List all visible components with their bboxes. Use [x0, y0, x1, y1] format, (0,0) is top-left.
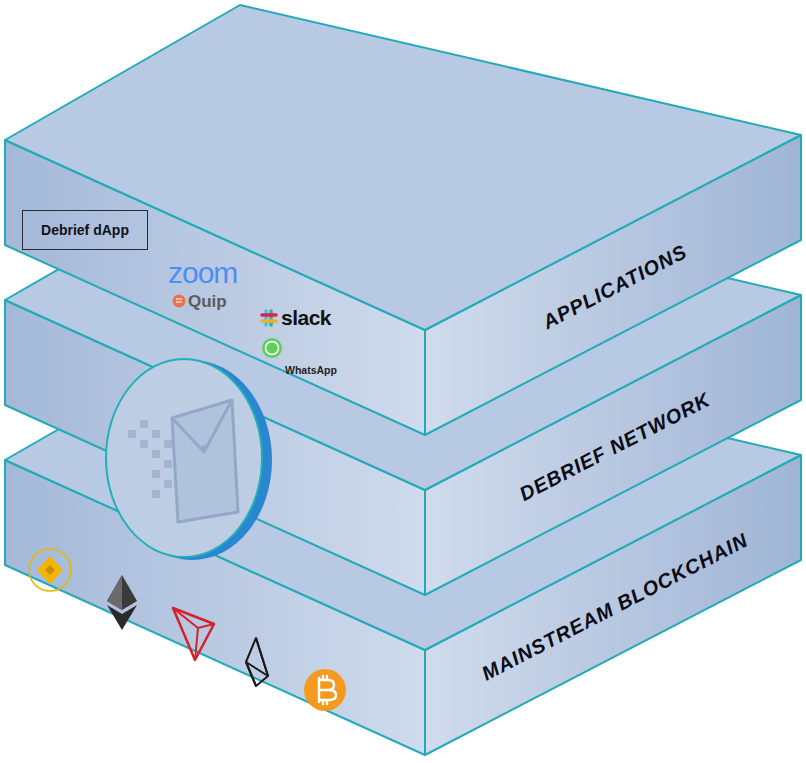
ethereum-icon	[107, 575, 137, 630]
dapp-box: Debrief dApp	[22, 210, 148, 250]
layer-title: DEBRIEF NETWORK	[516, 388, 715, 506]
slack-logo-text: slack	[281, 307, 331, 328]
binance-icon	[29, 549, 71, 591]
layer-title: MAINSTREAM BLOCKCHAIN	[478, 529, 752, 686]
slack-icon	[262, 311, 276, 325]
whatsapp-icon	[262, 338, 282, 358]
layer-band: DEBRIEF NETWORK	[0, 160, 806, 600]
tron-icon	[173, 608, 214, 660]
eos-icon	[246, 638, 268, 686]
layer-band: MAINSTREAM BLOCKCHAIN	[0, 320, 806, 760]
layer-band: APPLICATIONS Debrief dApp	[0, 0, 806, 440]
whatsapp-logo-text: WhatsApp	[285, 365, 337, 376]
applications-slab	[5, 5, 801, 435]
quip-logo-text: Quip	[188, 293, 227, 310]
box-label: Debrief dApp	[41, 222, 129, 238]
layer-title: APPLICATIONS	[539, 240, 691, 334]
zoom-logo-text: zoom	[168, 258, 237, 288]
debrief-coin	[106, 359, 272, 560]
bitcoin-icon	[304, 669, 346, 711]
quip-icon	[173, 295, 186, 308]
